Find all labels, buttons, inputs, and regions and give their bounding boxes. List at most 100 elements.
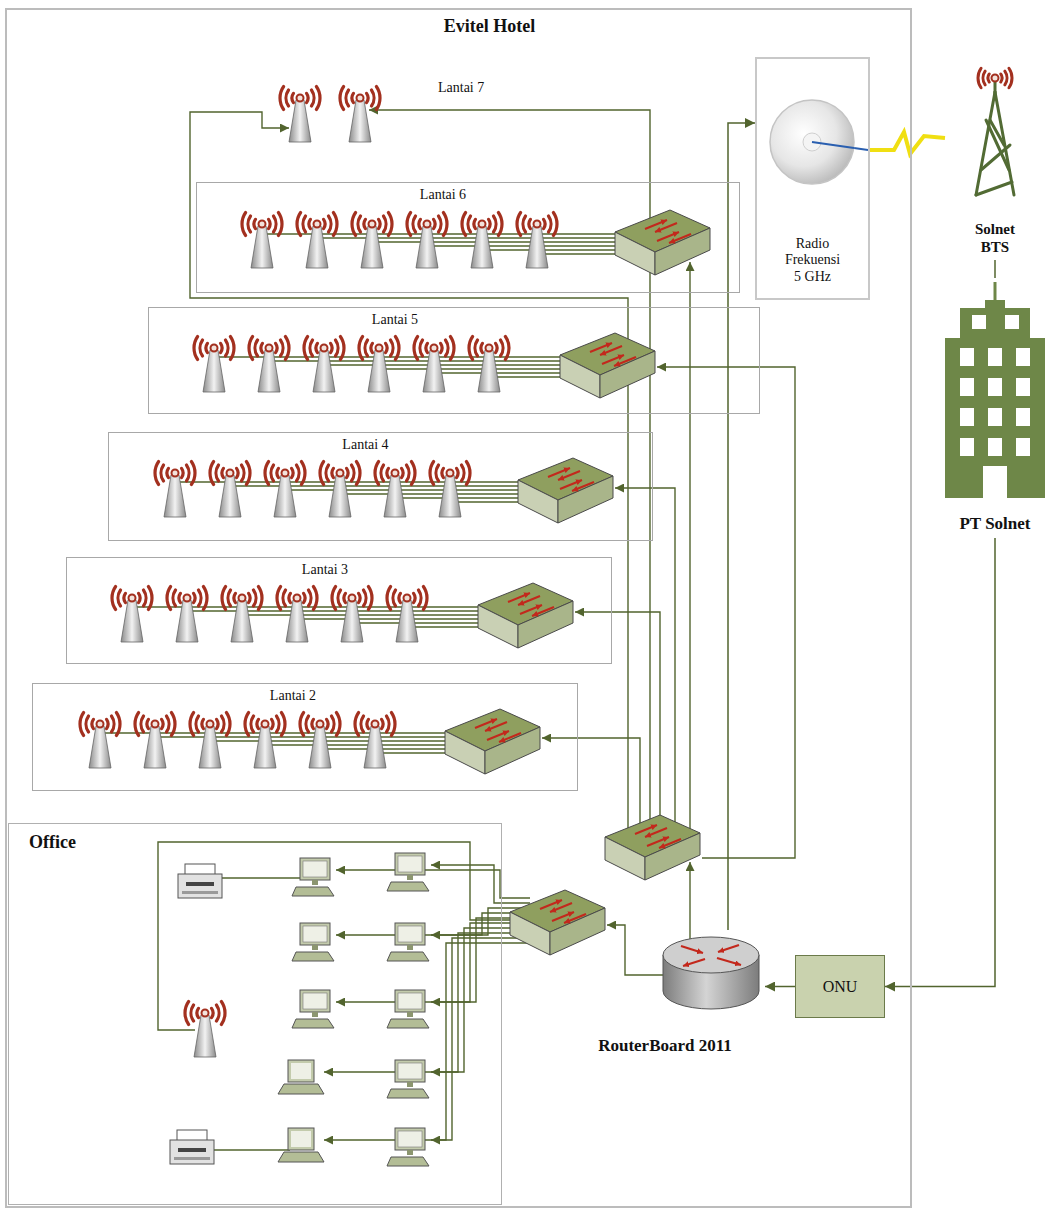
switch-side	[645, 833, 700, 880]
signal-arc	[406, 465, 409, 481]
switch-arrow	[614, 357, 636, 366]
monitor-stand	[407, 1150, 413, 1155]
access-point-pole	[289, 100, 311, 142]
signal-arc	[304, 593, 305, 602]
access-point-head	[202, 1010, 209, 1017]
signal-arc	[222, 468, 223, 477]
signal-arc	[496, 343, 497, 352]
signal-arc	[202, 719, 203, 728]
switch-arrow	[518, 596, 540, 605]
cable-line	[537, 253, 617, 254]
access-point-pole	[231, 600, 253, 642]
isp-label: PT Solnet	[959, 514, 1030, 534]
monitor	[300, 990, 330, 1012]
monitor-stand	[407, 1082, 413, 1087]
access-point-head	[262, 721, 269, 728]
signal-arc	[352, 213, 356, 236]
signal-arc	[489, 219, 490, 228]
desktop-pc-icon	[387, 990, 429, 1028]
monitor	[395, 990, 425, 1012]
onu-label: ONU	[823, 977, 858, 996]
signal-arc	[162, 719, 163, 728]
building-window	[972, 315, 986, 329]
access-point-icon	[355, 713, 395, 768]
laptop-display	[291, 1063, 311, 1079]
access-point-pole	[309, 726, 331, 768]
access-point-icon	[210, 462, 250, 517]
signal-arc	[141, 716, 144, 732]
cable-line	[324, 364, 562, 365]
signal-arc	[363, 590, 366, 606]
cable-line	[324, 928, 530, 1072]
radio-cable	[728, 123, 755, 930]
laptop-icon	[278, 1128, 324, 1162]
cable-line	[324, 938, 530, 1140]
office-zone: Office	[8, 823, 502, 1205]
access-point-head	[207, 721, 214, 728]
signal-arc	[281, 713, 285, 736]
signal-arc	[147, 719, 148, 728]
signal-arc	[344, 593, 345, 602]
signal-arc	[255, 340, 258, 356]
signal-arc	[277, 468, 278, 477]
access-point-icon	[517, 213, 557, 268]
signal-arc	[331, 716, 334, 732]
cable-line	[190, 112, 628, 848]
floor-label: Lantai 3	[302, 562, 348, 579]
signal-arc	[278, 213, 282, 236]
access-point-icon	[332, 587, 372, 642]
signal-arc	[327, 719, 328, 728]
signal-arc	[316, 87, 320, 110]
access-point-head	[259, 221, 266, 228]
signal-arc	[222, 587, 226, 610]
network-switch-icon	[605, 815, 700, 880]
access-point-head	[239, 595, 246, 602]
access-point-pole	[384, 475, 406, 517]
router-icon	[663, 937, 759, 1009]
access-point-icon	[265, 462, 305, 517]
access-point-pole	[478, 350, 500, 392]
keyboard	[387, 1157, 429, 1166]
cable-line	[607, 925, 665, 975]
cable-line	[657, 367, 795, 858]
signal-arc	[310, 340, 313, 356]
access-point-icon	[469, 337, 509, 392]
signal-arc	[423, 587, 427, 610]
printer-tray	[182, 891, 218, 894]
floor-label: Lantai 6	[420, 187, 466, 204]
signal-arc	[249, 337, 253, 360]
signal-arc	[371, 90, 374, 106]
cable-line	[269, 360, 562, 361]
access-point-head	[314, 221, 321, 228]
desktop-pc-icon	[292, 858, 334, 896]
signal-arc	[179, 593, 180, 602]
signal-arc	[328, 216, 331, 232]
access-point-head	[282, 470, 289, 477]
access-point-pole	[203, 350, 225, 392]
switch-arrow	[572, 482, 594, 491]
access-point-icon	[277, 587, 317, 642]
cable-line	[317, 237, 617, 238]
monitor	[395, 923, 425, 945]
access-point-head	[404, 595, 411, 602]
signal-arc	[364, 219, 365, 228]
access-point-pole	[144, 726, 166, 768]
access-point-icon	[414, 337, 454, 392]
network-switch-icon	[518, 458, 613, 523]
icon-layer	[80, 68, 1045, 1166]
cable-line	[222, 877, 300, 878]
signal-arc	[371, 343, 372, 352]
signal-arc	[1009, 68, 1012, 88]
signal-arc	[361, 716, 364, 732]
signal-arc	[283, 590, 286, 606]
signal-arc	[382, 719, 383, 728]
signal-arc	[221, 716, 224, 732]
switch-front	[510, 912, 550, 955]
signal-arc	[276, 343, 277, 352]
cable-line	[450, 501, 520, 502]
cable-line	[158, 842, 530, 1030]
signal-arc	[414, 593, 415, 602]
access-point-head	[266, 345, 273, 352]
hotel-title: Evitel Hotel	[444, 16, 535, 38]
signal-arc	[331, 343, 332, 352]
